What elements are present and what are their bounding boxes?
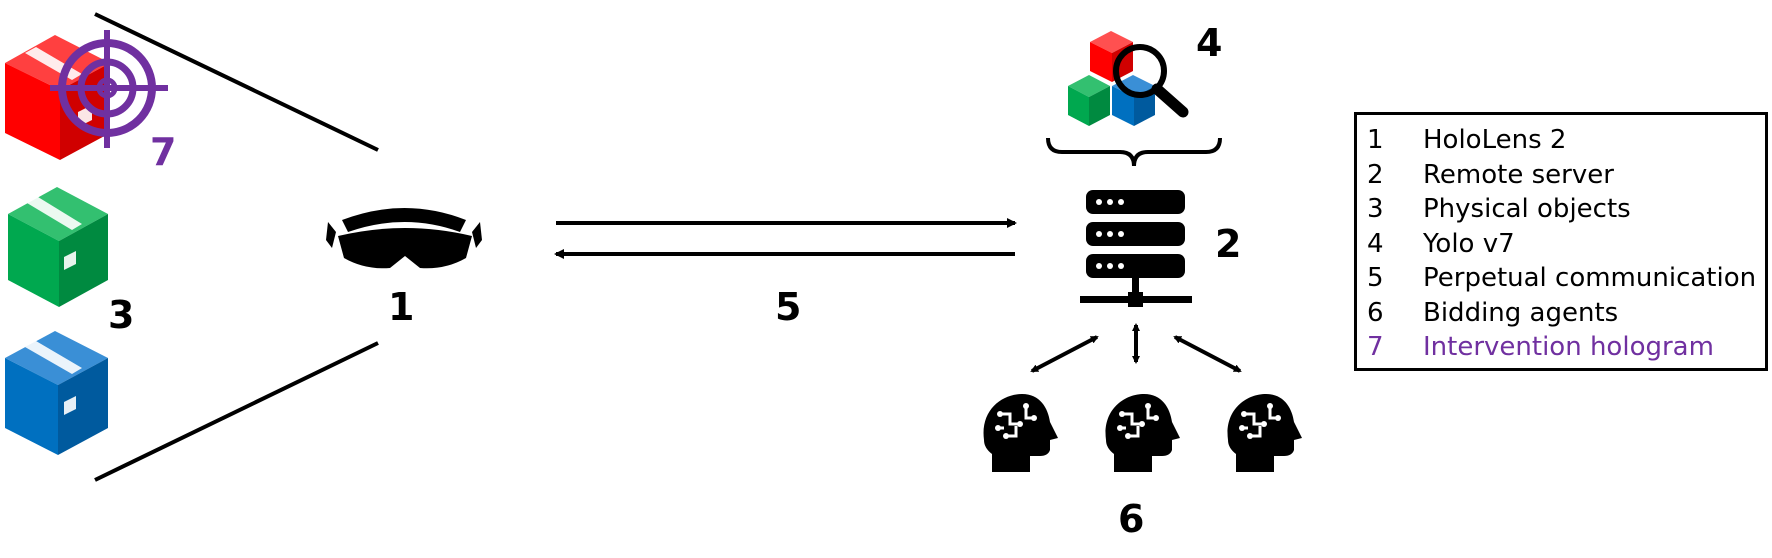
brain-head-icon (983, 394, 1058, 472)
legend-item-number: 3 (1367, 194, 1384, 224)
hololens-icon (326, 208, 482, 269)
label-hologram: 7 (150, 130, 176, 174)
legend-item-number: 4 (1367, 228, 1384, 259)
legend-item-number: 7 (1367, 332, 1384, 362)
legend-item-text: Yolo v7 (1423, 228, 1515, 259)
magnifier-icon (1113, 44, 1189, 118)
brain-head-icon (1227, 394, 1302, 472)
legend-item-text: Bidding agents (1423, 297, 1619, 328)
legend-item-number: 2 (1367, 159, 1384, 190)
legend-item: 3 Physical objects (1367, 192, 1765, 227)
label-yolo: 4 (1196, 21, 1222, 65)
legend-item-number: 1 (1367, 125, 1384, 155)
crosshair-icon (50, 30, 168, 148)
label-objects: 3 (108, 293, 134, 337)
fov-line-top (94, 12, 379, 152)
legend-box: 1 HoloLens 2 2 Remote server 3 Physical obj… (1354, 112, 1768, 371)
label-communication: 5 (775, 285, 801, 329)
curly-brace (1046, 137, 1222, 167)
label-agents: 6 (1118, 497, 1144, 541)
legend-item: 7 Intervention hologram (1367, 330, 1765, 365)
green-box-icon (8, 187, 108, 307)
arrow-agent-right (1173, 335, 1242, 373)
arrow-agent-left (1030, 335, 1099, 373)
legend-item: 4 Yolo v7 (1367, 227, 1765, 262)
legend-item-text: Remote server (1423, 159, 1614, 190)
yolo-cubes-icon (1068, 31, 1155, 126)
legend-item-text: Intervention hologram (1423, 332, 1714, 362)
legend-item: 5 Perpetual communication (1367, 261, 1765, 296)
label-server: 2 (1215, 222, 1241, 266)
legend-item-number: 5 (1367, 263, 1384, 293)
fov-line-bottom (94, 341, 379, 482)
brain-head-icon (1105, 394, 1180, 472)
legend-item: 2 Remote server (1367, 158, 1765, 193)
legend-item-number: 6 (1367, 297, 1384, 328)
legend-item: 1 HoloLens 2 (1367, 123, 1765, 158)
legend-item-text: HoloLens 2 (1423, 125, 1567, 155)
server-icon (1080, 190, 1192, 307)
legend-item: 6 Bidding agents (1367, 296, 1765, 331)
blue-box-icon (5, 331, 108, 455)
legend-item-text: Physical objects (1423, 194, 1631, 224)
legend-item-text: Perpetual communication (1423, 263, 1757, 293)
label-hololens: 1 (388, 285, 414, 329)
red-box-icon (5, 35, 110, 160)
